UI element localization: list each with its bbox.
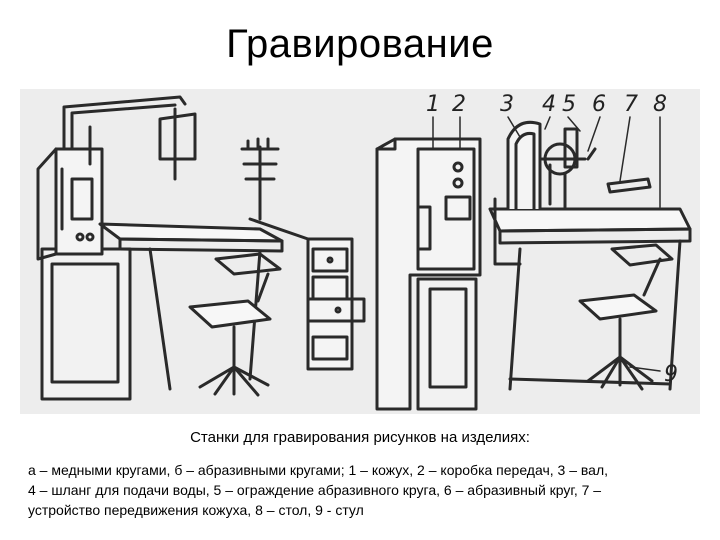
callout-8: 8	[653, 92, 667, 117]
figure-legend: а – медными кругами, б – абразивными кру…	[28, 460, 700, 520]
slide-title: Гравирование	[226, 22, 494, 66]
callout-7: 7	[624, 92, 638, 117]
figure-caption: Станки для гравирования рисунков на изде…	[190, 429, 530, 446]
callout-4: 4	[542, 92, 556, 117]
callout-5: 5	[562, 92, 576, 117]
legend-line: устройство передвижения кожуха, 8 – стол…	[28, 502, 364, 518]
callout-3: 3	[500, 92, 514, 117]
machine-a-drawing	[36, 95, 366, 401]
illustration-drawing: 1 2 3 4 5 6 7 8 9	[36, 92, 692, 411]
callout-6: 6	[592, 92, 606, 117]
legend-line: 4 – шланг для подачи воды, 5 – ограждени…	[28, 482, 602, 498]
legend-line: а – медными кругами, б – абразивными кру…	[28, 462, 609, 478]
callout-9: 9	[664, 362, 678, 387]
callout-2: 2	[452, 92, 466, 117]
machine-b-drawing	[375, 120, 692, 411]
callout-leaders	[432, 116, 661, 372]
engraving-machines-illustration: 1 2 3 4 5 6 7 8 9	[20, 89, 700, 414]
callout-1: 1	[426, 92, 440, 117]
